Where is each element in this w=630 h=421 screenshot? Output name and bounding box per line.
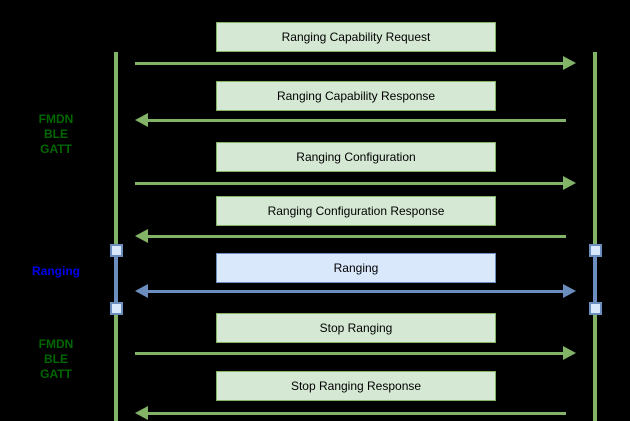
left-lifeline [114,52,118,421]
message-arrow [135,176,576,190]
protocol-label-line: FMDN [38,112,74,126]
message-box: Ranging [216,253,496,283]
message-box: Ranging Capability Response [216,81,496,111]
protocol-label-line: GATT [40,142,72,156]
message-box: Stop Ranging Response [216,371,496,401]
message-box: Ranging Capability Request [216,22,496,52]
arrowhead-right-icon [563,176,576,190]
arrowhead-right-icon [563,56,576,70]
message-box: Stop Ranging [216,313,496,343]
protocol-label-line: FMDN [38,337,74,351]
activation-marker [110,302,123,315]
arrow-line [146,289,565,293]
arrow-line [135,61,565,65]
right-lifeline-ranging-segment [593,250,597,308]
arrowhead-right-icon [563,346,576,360]
right-lifeline [593,52,597,421]
message-box: Ranging Configuration [216,142,496,172]
arrow-line [135,351,565,355]
arrow-line [146,118,566,122]
arrow-line [135,181,565,185]
activation-marker [110,244,123,257]
activation-marker [589,302,602,315]
arrow-line [146,411,566,415]
activation-marker [589,244,602,257]
message-arrow [135,346,576,360]
message-box: Ranging Configuration Response [216,196,496,226]
arrowhead-right-icon [563,284,576,298]
arrowhead-left-icon [135,229,148,243]
arrow-line [146,234,566,238]
protocol-label-ranging: Ranging [10,264,102,279]
message-arrow [135,284,576,298]
protocol-label-line: BLE [44,352,68,366]
message-arrow [135,113,576,127]
arrowhead-left-icon [135,406,148,420]
protocol-label-line: GATT [40,367,72,381]
message-arrow [135,229,576,243]
protocol-label-line: BLE [44,127,68,141]
left-lifeline-ranging-segment [114,250,118,308]
protocol-label-fmdn-ble-gatt-top: FMDN BLE GATT [10,112,102,157]
arrowhead-left-icon [135,113,148,127]
protocol-label-line: Ranging [32,264,80,278]
message-arrow [135,56,576,70]
message-arrow [135,406,576,420]
arrowhead-left-icon [135,284,148,298]
protocol-label-fmdn-ble-gatt-bottom: FMDN BLE GATT [10,337,102,382]
